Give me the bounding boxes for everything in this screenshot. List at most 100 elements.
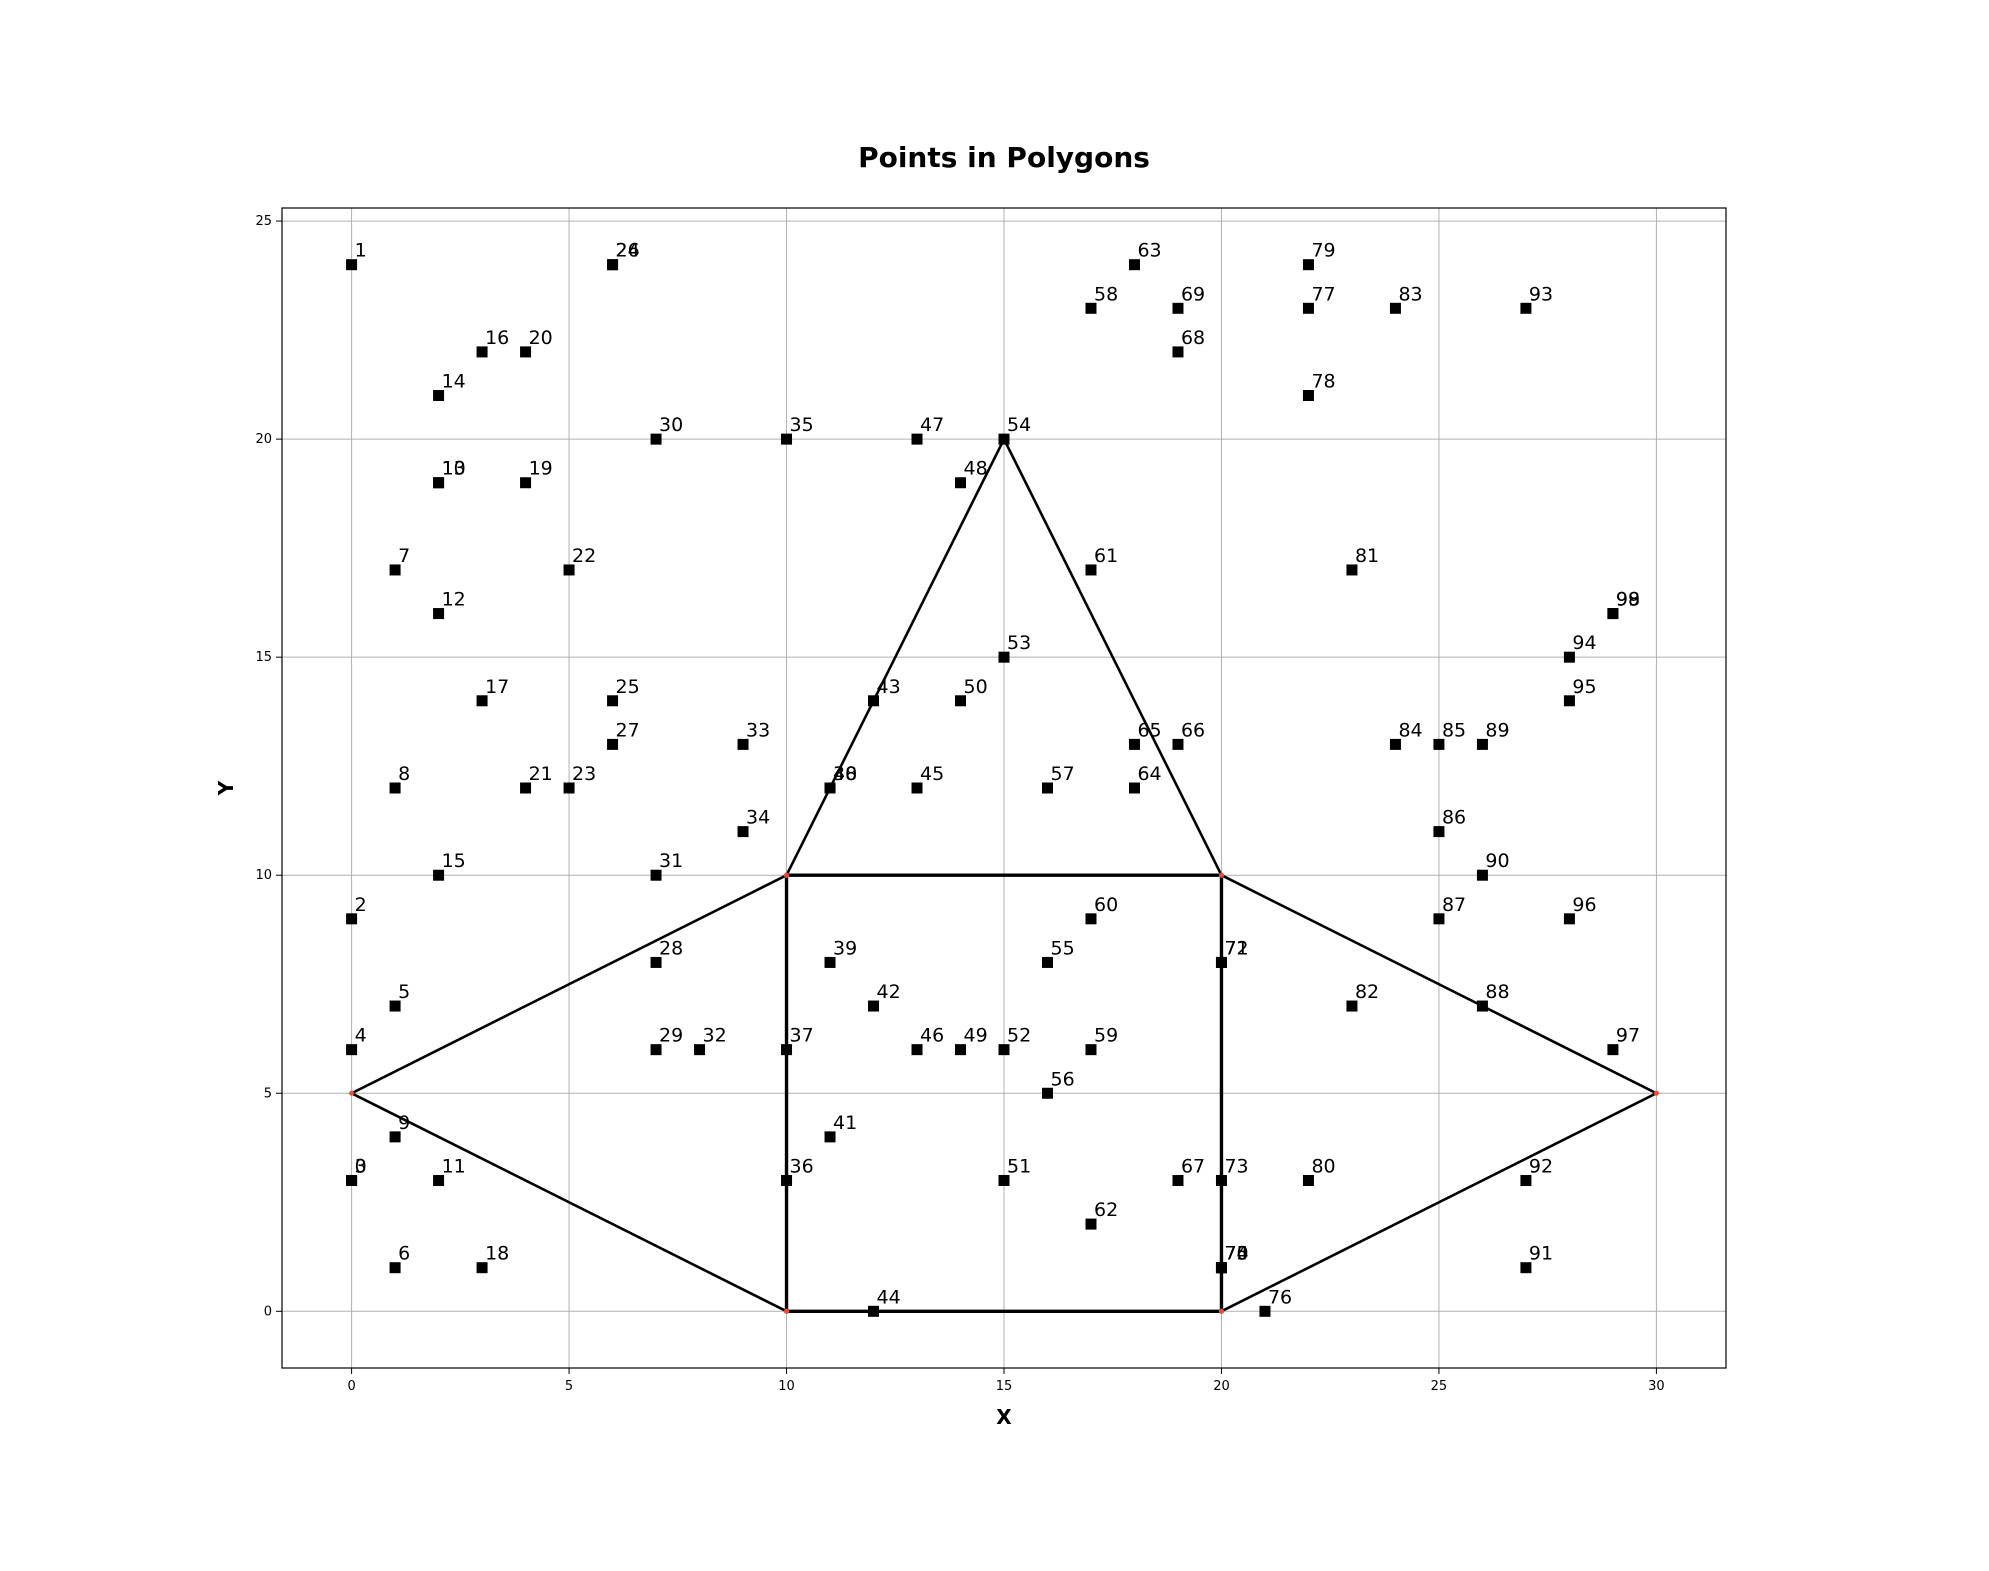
point-label: 83 — [1398, 283, 1422, 305]
data-point — [1128, 782, 1140, 794]
data-point — [1607, 608, 1619, 620]
point-label: 3 — [355, 1155, 367, 1177]
data-point — [998, 1044, 1010, 1056]
point-label: 39 — [833, 937, 857, 959]
data-point — [1085, 564, 1097, 576]
point-label: 97 — [1616, 1025, 1640, 1047]
point-label: 1 — [355, 240, 367, 262]
point-label: 76 — [1268, 1286, 1292, 1308]
data-point — [911, 782, 923, 794]
point-label: 92 — [1529, 1155, 1553, 1177]
polygon-vertex — [1653, 1090, 1659, 1096]
data-point — [1476, 1000, 1488, 1012]
data-point — [1085, 1044, 1097, 1056]
y-tick-label: 10 — [255, 868, 272, 883]
data-point — [650, 433, 662, 445]
data-point — [998, 651, 1010, 663]
point-label: 51 — [1007, 1155, 1031, 1177]
data-point — [955, 695, 967, 707]
point-label: 7 — [398, 545, 410, 567]
data-point — [824, 782, 836, 794]
data-point — [781, 1044, 793, 1056]
data-point — [824, 956, 836, 968]
data-point — [433, 477, 445, 489]
point-label: 44 — [877, 1286, 901, 1308]
point-label: 6 — [398, 1243, 410, 1265]
data-point — [1041, 1087, 1053, 1099]
point-label: 8 — [398, 763, 410, 785]
data-point — [1085, 1218, 1097, 1230]
data-point — [563, 564, 575, 576]
point-label: 46 — [920, 1025, 944, 1047]
data-point — [1172, 738, 1184, 750]
data-point — [1172, 302, 1184, 314]
data-point — [1215, 1174, 1227, 1186]
polygon-vertex — [784, 872, 790, 878]
data-point — [1041, 782, 1053, 794]
point-label: 10 — [442, 458, 466, 480]
point-label: 81 — [1355, 545, 1379, 567]
data-point — [650, 869, 662, 881]
data-point — [1389, 738, 1401, 750]
point-label: 0 — [355, 1155, 367, 1177]
point-label: 11 — [442, 1155, 466, 1177]
data-point — [1433, 738, 1445, 750]
data-point — [520, 346, 532, 358]
point-label: 24 — [616, 240, 640, 262]
point-label: 56 — [1050, 1068, 1074, 1090]
point-label: 57 — [1050, 763, 1074, 785]
data-point — [1302, 390, 1314, 402]
x-axis-label: X — [996, 1405, 1012, 1429]
data-point — [1433, 913, 1445, 925]
point-label: 48 — [964, 458, 988, 480]
data-point — [1215, 956, 1227, 968]
point-label: 68 — [1181, 327, 1205, 349]
data-point — [389, 782, 401, 794]
point-label: 65 — [1137, 719, 1161, 741]
data-point — [1128, 738, 1140, 750]
data-point — [1302, 259, 1314, 271]
y-tick-label: 5 — [264, 1086, 272, 1101]
data-point — [1128, 259, 1140, 271]
point-label: 62 — [1094, 1199, 1118, 1221]
data-point — [781, 1174, 793, 1186]
data-point — [520, 477, 532, 489]
point-label: 47 — [920, 414, 944, 436]
data-point — [737, 826, 749, 838]
point-label: 23 — [572, 763, 596, 785]
point-label: 53 — [1007, 632, 1031, 654]
point-label: 38 — [833, 763, 857, 785]
data-point — [607, 695, 619, 707]
point-label: 52 — [1007, 1025, 1031, 1047]
point-label: 89 — [1485, 719, 1509, 741]
data-point — [1172, 1174, 1184, 1186]
polygon-outline — [1220, 873, 1660, 1314]
data-point — [607, 259, 619, 271]
data-point — [476, 1262, 488, 1274]
polygon-vertex — [784, 1308, 790, 1314]
data-point — [1476, 738, 1488, 750]
y-tick-label: 25 — [255, 214, 272, 229]
point-label: 43 — [877, 676, 901, 698]
data-point — [1302, 302, 1314, 314]
point-label: 85 — [1442, 719, 1466, 741]
polygon-vertex — [1218, 872, 1224, 878]
point-label: 69 — [1181, 283, 1205, 305]
data-point — [389, 564, 401, 576]
point-label: 86 — [1442, 807, 1466, 829]
point-label: 73 — [1224, 1155, 1248, 1177]
point-label: 66 — [1181, 719, 1205, 741]
data-point — [1389, 302, 1401, 314]
point-label: 72 — [1224, 937, 1248, 959]
data-point — [868, 1000, 880, 1012]
point-label: 45 — [920, 763, 944, 785]
point-label: 78 — [1311, 371, 1335, 393]
data-point — [998, 433, 1010, 445]
point-label: 91 — [1529, 1243, 1553, 1265]
data-point — [955, 1044, 967, 1056]
data-point — [1607, 1044, 1619, 1056]
data-point — [389, 1131, 401, 1143]
data-point — [1172, 346, 1184, 358]
point-label: 29 — [659, 1025, 683, 1047]
